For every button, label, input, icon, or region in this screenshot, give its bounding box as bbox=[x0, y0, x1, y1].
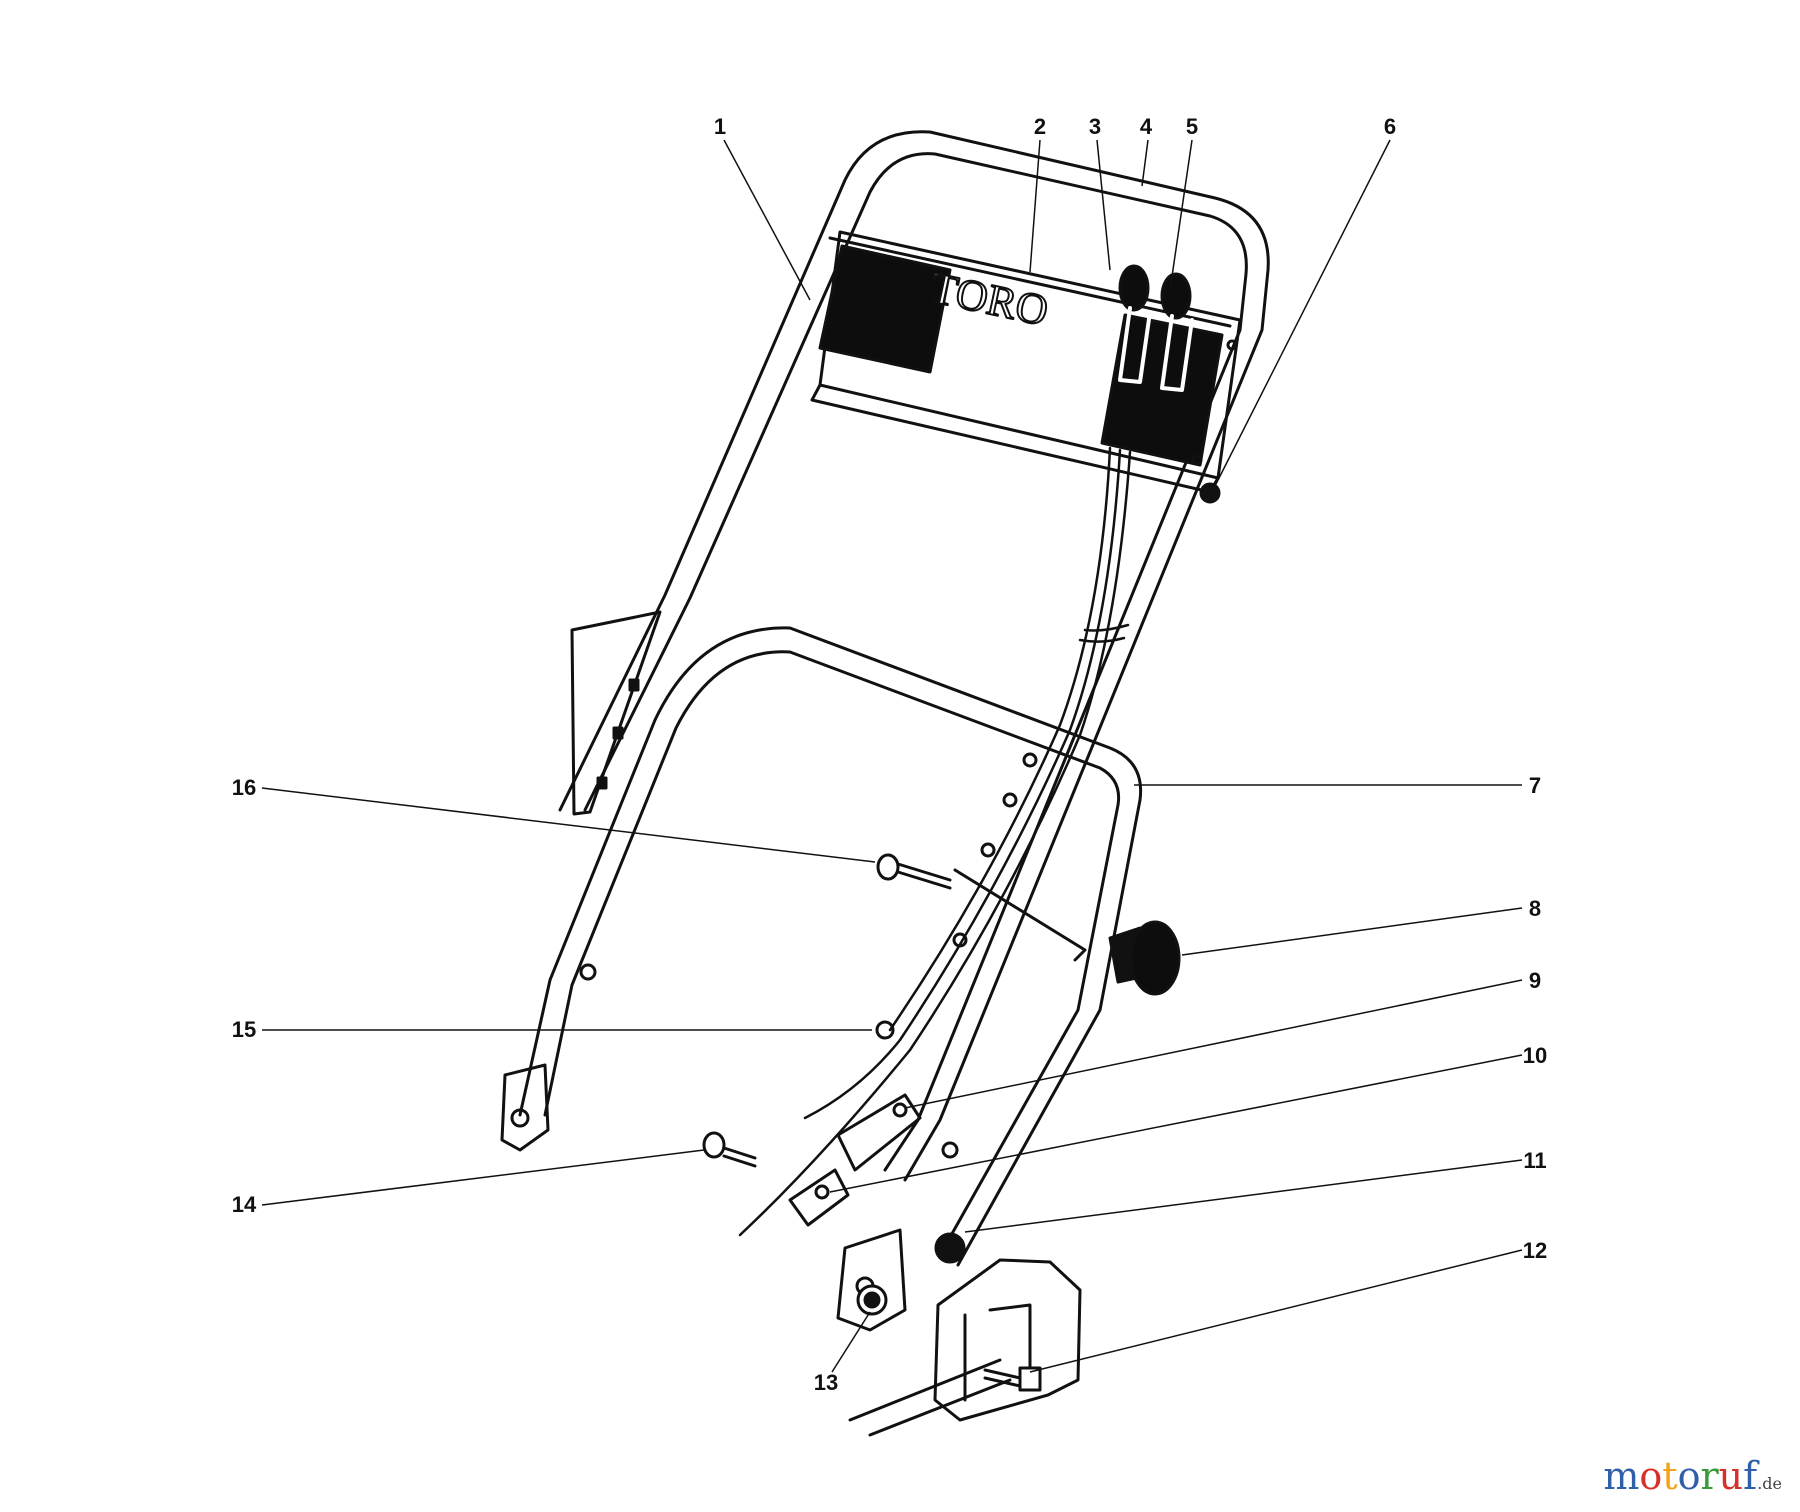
callout-7: 7 bbox=[1529, 773, 1541, 798]
watermark-letter: r bbox=[1700, 1454, 1719, 1498]
callout-5: 5 bbox=[1186, 114, 1198, 139]
link-plate-lower bbox=[788, 1168, 850, 1227]
callout-numbers: 1 2 3 4 5 6 7 8 9 10 11 12 13 14 15 16 bbox=[232, 114, 1547, 1395]
callout-9: 9 bbox=[1529, 968, 1541, 993]
watermark-logo: motoruf.de bbox=[1603, 1454, 1782, 1498]
callout-10: 10 bbox=[1523, 1043, 1547, 1068]
callout-13: 13 bbox=[814, 1370, 838, 1395]
watermark-letter: m bbox=[1603, 1454, 1640, 1498]
leader-lines bbox=[261, 139, 1523, 1373]
callout-15: 15 bbox=[232, 1017, 256, 1042]
right-pivot-assembly bbox=[836, 752, 1038, 1332]
carriage-bolt bbox=[876, 853, 1087, 962]
upper-handle bbox=[558, 130, 1270, 1182]
control-cables bbox=[738, 446, 1132, 1237]
watermark-letter: o bbox=[1677, 1454, 1701, 1498]
control-lever-right bbox=[1160, 272, 1194, 392]
nut-13 bbox=[856, 1284, 888, 1316]
cable-clip-15 bbox=[875, 1020, 895, 1040]
nut-11 bbox=[934, 1232, 966, 1264]
callout-3: 3 bbox=[1089, 114, 1101, 139]
callout-8: 8 bbox=[1529, 896, 1541, 921]
knob bbox=[1108, 920, 1181, 996]
callout-11: 11 bbox=[1523, 1148, 1546, 1173]
callout-14: 14 bbox=[232, 1192, 257, 1217]
callout-6: 6 bbox=[1384, 114, 1396, 139]
control-lever-left bbox=[1118, 264, 1152, 384]
watermark-letter: o bbox=[1639, 1454, 1663, 1498]
watermark-letter: u bbox=[1718, 1454, 1744, 1498]
bolt-14 bbox=[702, 1131, 757, 1168]
watermark-domain: .de bbox=[1757, 1474, 1782, 1493]
lower-handle bbox=[518, 626, 1143, 1267]
callout-4: 4 bbox=[1140, 114, 1153, 139]
callout-2: 2 bbox=[1034, 114, 1046, 139]
left-channel-bracket bbox=[570, 610, 662, 816]
watermark-letters: motoruf bbox=[1603, 1454, 1757, 1498]
bolt-12 bbox=[983, 1366, 1042, 1392]
screw bbox=[1191, 339, 1238, 504]
left-pivot-bracket bbox=[500, 963, 597, 1152]
watermark-letter: f bbox=[1743, 1454, 1758, 1498]
callout-16: 16 bbox=[232, 775, 256, 800]
left-decal bbox=[818, 244, 952, 374]
callout-1: 1 bbox=[714, 114, 726, 139]
link-plate bbox=[836, 1093, 922, 1172]
callout-12: 12 bbox=[1523, 1238, 1547, 1263]
mounting-bracket bbox=[848, 1258, 1082, 1437]
watermark-letter: t bbox=[1662, 1454, 1678, 1498]
